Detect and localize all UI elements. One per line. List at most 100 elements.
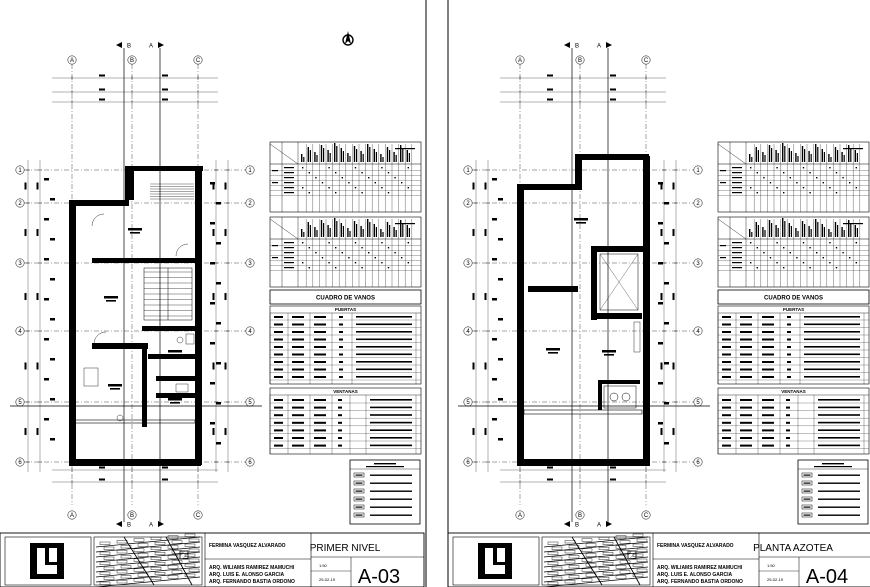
cell-text bbox=[338, 421, 342, 424]
row-mark bbox=[756, 192, 758, 194]
row-mark bbox=[829, 187, 831, 189]
room-name bbox=[168, 350, 182, 353]
axis-bubble-label: B bbox=[130, 58, 134, 64]
cell-text bbox=[787, 323, 791, 326]
dimension-text bbox=[484, 229, 487, 236]
column-header-text bbox=[775, 225, 777, 237]
level-text bbox=[216, 362, 221, 365]
column-header-text bbox=[316, 230, 318, 237]
section-mark-label: A bbox=[597, 44, 601, 50]
map-block bbox=[116, 570, 128, 574]
dimension-text bbox=[24, 229, 27, 236]
level-text bbox=[50, 238, 55, 241]
axis-bubble: C bbox=[193, 510, 203, 520]
cell-text bbox=[314, 376, 326, 378]
dimension-text bbox=[547, 98, 553, 101]
section-mark-label: A bbox=[149, 44, 153, 50]
cell-text bbox=[722, 331, 731, 333]
dimension-text bbox=[212, 428, 215, 435]
column-header-text bbox=[790, 151, 792, 162]
axis-bubble-circle bbox=[67, 55, 77, 65]
map-block bbox=[568, 575, 580, 579]
cell-text bbox=[762, 399, 774, 401]
row-mark bbox=[335, 172, 337, 174]
map-block bbox=[150, 567, 162, 571]
legend-text bbox=[818, 514, 860, 516]
column-header-text bbox=[850, 148, 852, 162]
axis-bubble-label: 3 bbox=[466, 261, 470, 267]
map-block bbox=[564, 580, 576, 584]
legend-title bbox=[814, 466, 852, 468]
cell-text bbox=[274, 353, 283, 356]
dimension-text bbox=[610, 88, 616, 91]
axis-bubble-label: 6 bbox=[696, 460, 700, 466]
cell-text bbox=[804, 376, 860, 378]
map-street bbox=[123, 536, 155, 586]
axis-bubble-label: C bbox=[196, 513, 201, 519]
cell-text bbox=[339, 376, 343, 378]
legend-box bbox=[797, 459, 869, 525]
room-area bbox=[110, 388, 120, 390]
column-header-text bbox=[771, 223, 773, 237]
axis-bubble-label: B bbox=[578, 513, 582, 519]
wall bbox=[69, 200, 129, 206]
level-text bbox=[498, 438, 503, 441]
table-frame bbox=[269, 141, 422, 213]
map-block bbox=[636, 568, 648, 572]
level-text bbox=[216, 402, 221, 405]
row-mark bbox=[308, 192, 310, 194]
column-header-text bbox=[848, 220, 850, 237]
column-header-text bbox=[830, 232, 832, 237]
axis-bubble-circle bbox=[245, 258, 255, 268]
column-header-text bbox=[386, 147, 389, 162]
column-header-text bbox=[349, 231, 351, 237]
column-header-text bbox=[373, 224, 375, 237]
row-mark bbox=[381, 262, 383, 264]
dimension-text bbox=[484, 428, 487, 435]
dimension-text bbox=[547, 88, 553, 91]
level-text bbox=[664, 242, 669, 245]
column-header-text bbox=[393, 227, 395, 237]
legend-text bbox=[370, 490, 412, 492]
legend-title bbox=[366, 466, 404, 468]
cell-text bbox=[740, 346, 752, 348]
level-text bbox=[44, 338, 49, 341]
cell-text bbox=[787, 368, 791, 371]
column-header-text bbox=[362, 229, 364, 237]
column-header-text bbox=[828, 229, 830, 237]
map-block bbox=[154, 552, 166, 556]
dimension-text bbox=[610, 74, 616, 77]
room-name bbox=[546, 348, 560, 351]
section-mark: A bbox=[149, 521, 164, 529]
map-block bbox=[568, 565, 580, 569]
axis-bubble-circle bbox=[693, 326, 703, 336]
column-header-text bbox=[834, 147, 837, 162]
cell-text bbox=[740, 316, 752, 318]
legend-swatch-code bbox=[803, 474, 811, 476]
legend-swatch-code bbox=[803, 490, 811, 492]
column-header-text bbox=[373, 149, 375, 162]
row-mark bbox=[328, 262, 330, 264]
row-mark bbox=[809, 192, 811, 194]
column-header-text bbox=[336, 221, 338, 237]
map-block bbox=[133, 568, 145, 572]
dimension-text bbox=[672, 428, 675, 435]
cell-text bbox=[292, 444, 304, 447]
map-block bbox=[150, 537, 162, 541]
column-header-text bbox=[360, 226, 362, 237]
axis-bubble: B bbox=[575, 55, 585, 65]
row-group-label bbox=[272, 182, 278, 184]
room-name bbox=[108, 384, 122, 387]
level-text bbox=[658, 262, 663, 265]
level-text bbox=[492, 218, 497, 221]
map-block bbox=[619, 540, 631, 544]
row-mark bbox=[368, 252, 370, 254]
column-header-text bbox=[810, 154, 812, 162]
level-text bbox=[210, 262, 215, 265]
row-mark bbox=[750, 187, 752, 189]
row-mark bbox=[354, 262, 357, 264]
cell-text bbox=[356, 338, 412, 341]
dimension-text bbox=[672, 362, 675, 370]
map-block bbox=[615, 565, 627, 569]
